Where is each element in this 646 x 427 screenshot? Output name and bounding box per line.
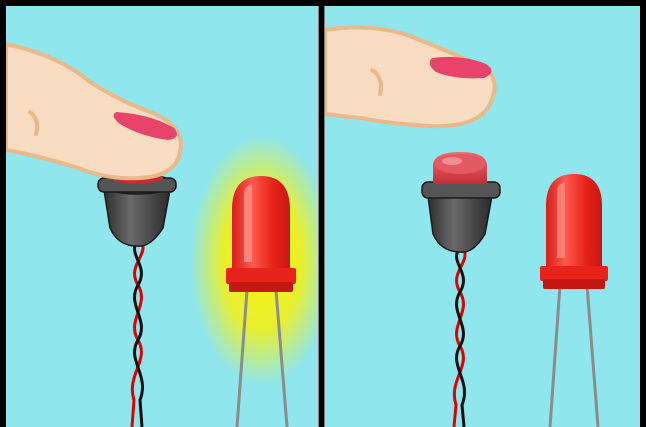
push-button-released [421,152,501,253]
finger-pressing [6,42,183,181]
finger-lifted [325,25,497,129]
switch-wires [452,247,467,427]
panel-released [325,6,641,427]
led-leads [548,284,600,427]
switch-wires [130,239,145,427]
panel-pressed [6,6,318,427]
led-leads [235,289,289,427]
led-unlit [540,174,608,289]
led-lit [226,176,296,292]
